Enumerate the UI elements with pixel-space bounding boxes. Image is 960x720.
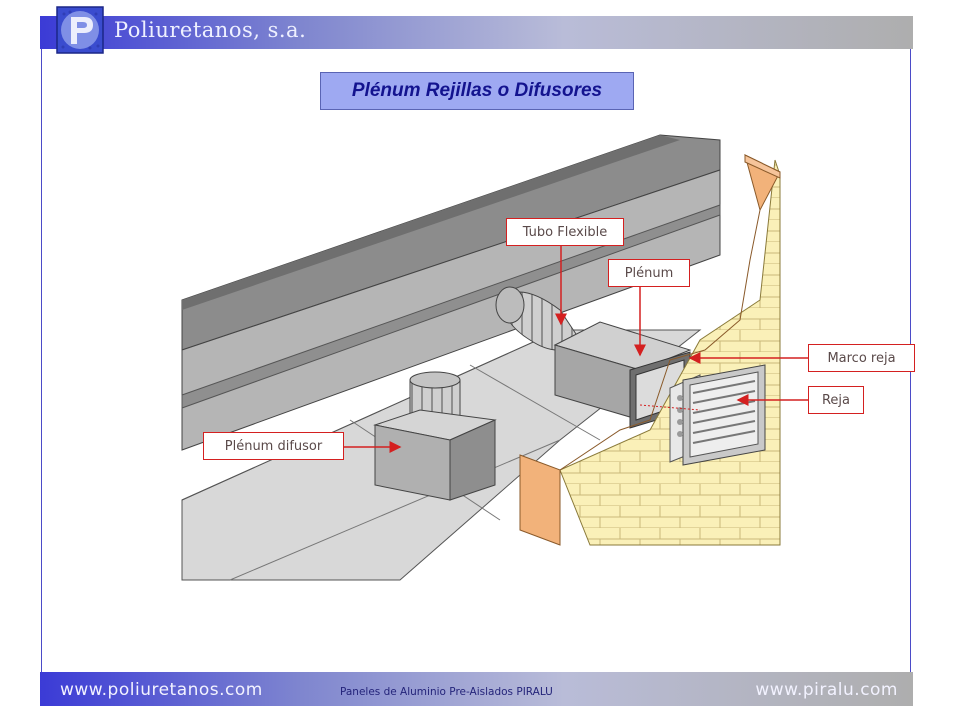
flexible-tube — [495, 286, 581, 351]
slide-title: Plénum Rejillas o Difusores — [351, 80, 603, 101]
footer-tagline: Paneles de Aluminio Pre-Aislados PIRALU — [340, 686, 553, 698]
label-reja: Reja — [808, 386, 864, 414]
title-box: Plénum Rejillas o Difusores — [320, 72, 634, 110]
label-plenum-difusor: Plénum difusor — [203, 432, 344, 460]
label-marco-reja: Marco reja — [808, 344, 915, 372]
label-tubo-flexible: Tubo Flexible — [506, 218, 624, 246]
plenum-difusor-box — [373, 409, 497, 501]
piralu-logo-icon — [56, 6, 104, 54]
left-border-line — [41, 49, 42, 672]
grille-assembly — [669, 364, 766, 466]
header-bar — [40, 16, 913, 49]
callout-lines — [344, 245, 808, 453]
company-name: Poliuretanos, s.a. — [114, 18, 307, 42]
footer-link-poliuretanos[interactable]: www.poliuretanos.com — [60, 680, 263, 700]
footer-link-piralu[interactable]: www.piralu.com — [755, 680, 898, 700]
label-plenum: Plénum — [608, 259, 690, 287]
footer-bar — [40, 672, 913, 706]
